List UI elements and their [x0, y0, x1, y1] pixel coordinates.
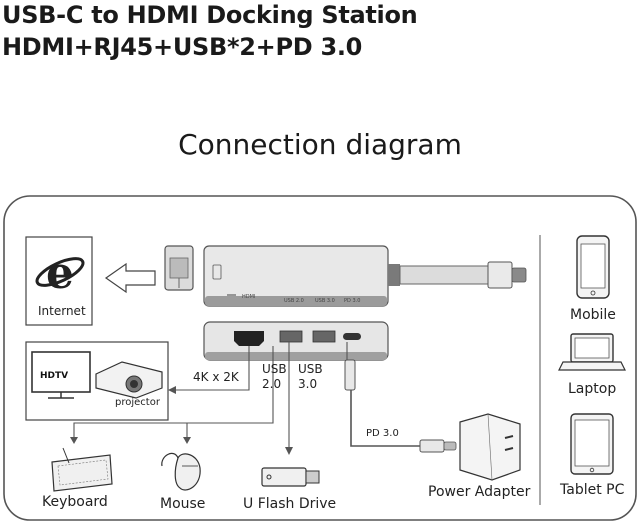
keyboard-icon [51, 447, 113, 492]
usbc-port [343, 333, 361, 340]
display-box [25, 341, 169, 421]
hdtv-label: HDTV [40, 371, 69, 381]
diagram-heading: Connection diagram [178, 128, 462, 161]
hub-port-label-usb20: USB 2.0 [284, 298, 304, 304]
internet-label: Internet [38, 304, 86, 318]
mouse-label: Mouse [160, 496, 206, 512]
arrow-heads [70, 386, 293, 455]
tablet-label: Tablet PC [560, 482, 625, 498]
hub-front-view [203, 321, 389, 361]
internet-box: e [25, 236, 93, 326]
hub-port-label-pd: PD 3.0 [344, 298, 361, 304]
svg-text:e: e [46, 248, 74, 299]
diagram-frame [3, 195, 637, 521]
keyboard-label: Keyboard [42, 494, 108, 510]
projector-icon [95, 361, 163, 399]
mouse-icon [161, 452, 201, 491]
rj45-plug-icon [164, 245, 194, 291]
mobile-icon [576, 235, 610, 299]
hub-port-label-usb30: USB 3.0 [315, 298, 335, 304]
mobile-label: Mobile [570, 307, 616, 323]
hdmi-output-label: 4K x 2K [193, 370, 239, 384]
hub-top-view [203, 245, 527, 307]
pd-cable-plug [419, 439, 457, 453]
connection-lines [73, 342, 420, 448]
usb30-port [312, 330, 336, 343]
usb30-label-line2: 3.0 [298, 377, 318, 391]
hdtv-icon [31, 351, 91, 393]
internet-explorer-icon: e [35, 248, 85, 299]
arrow-left-icon [104, 262, 156, 294]
projector-label: projector [115, 397, 160, 408]
laptop-label: Laptop [568, 381, 617, 397]
flash-drive-icon [261, 467, 320, 487]
flash-drive-label: U Flash Drive [243, 496, 337, 512]
product-title-line2: HDMI+RJ45+USB*2+PD 3.0 [2, 33, 363, 61]
usb20-label-line1: USB [262, 362, 287, 376]
power-adapter-label: Power Adapter [428, 484, 531, 500]
usb30-label-line1: USB [298, 362, 323, 376]
tablet-icon [570, 413, 614, 475]
product-title-line1: USB-C to HDMI Docking Station [2, 1, 418, 29]
usb20-label-line2: 2.0 [262, 377, 282, 391]
hub-port-label-hdmi: HDMI [242, 294, 256, 300]
laptop-icon [558, 333, 626, 371]
usb20-port [279, 330, 303, 343]
pd-cable-label: PD 3.0 [366, 428, 399, 439]
usbc-cable-plug [344, 359, 356, 391]
hdmi-port [234, 331, 264, 346]
power-adapter-icon [459, 413, 521, 481]
